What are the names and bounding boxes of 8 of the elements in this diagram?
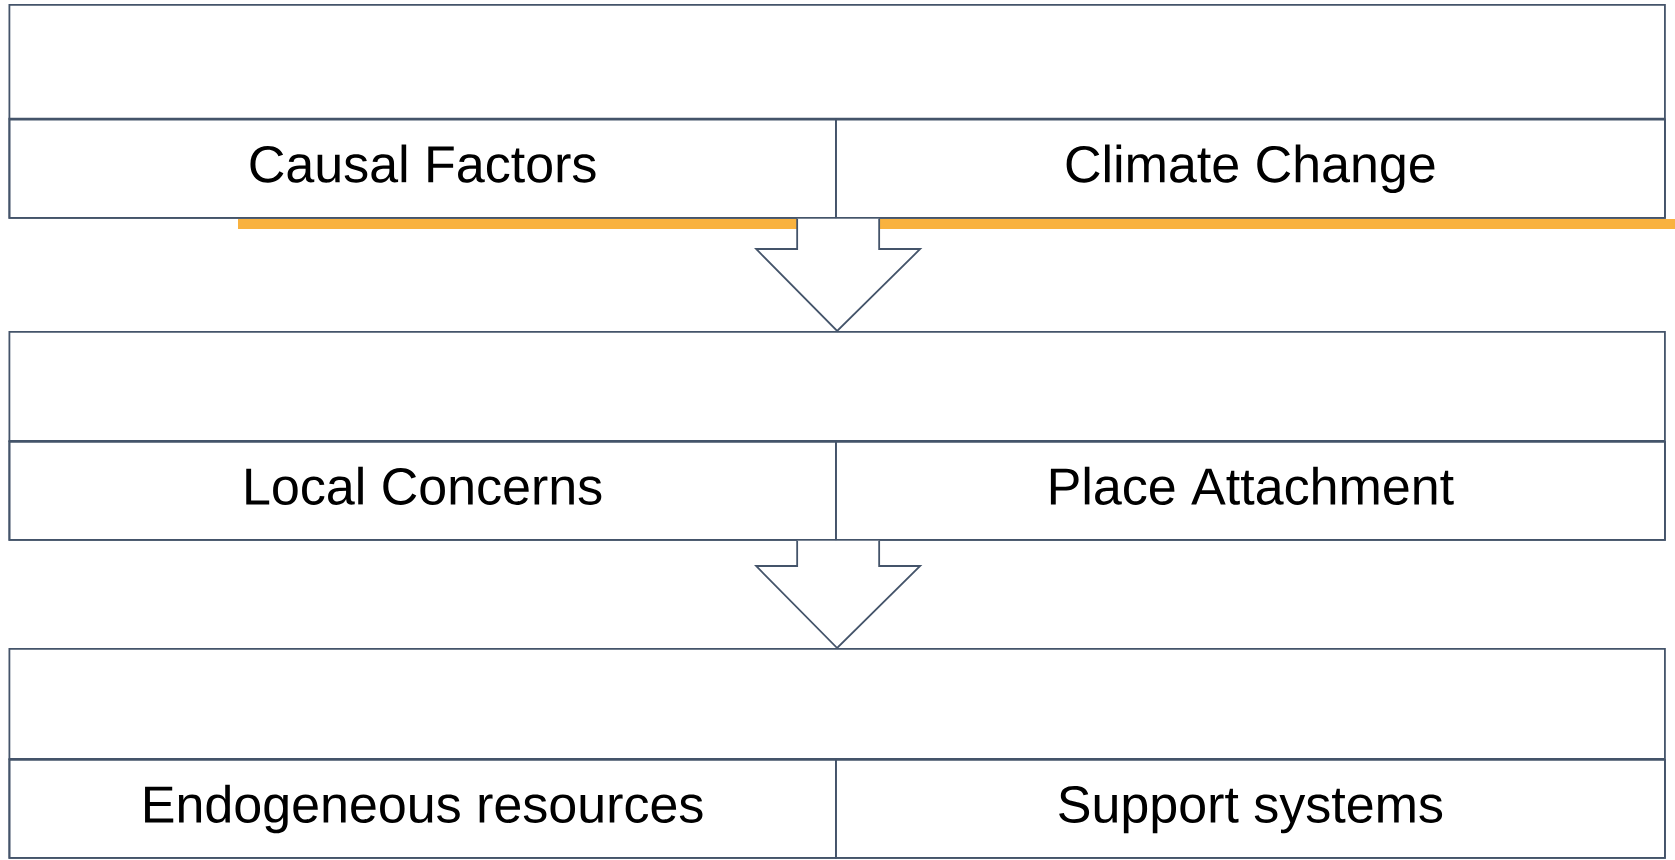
cell-box: Place Attachment (835, 441, 1666, 541)
cell-box: Climate Change (835, 118, 1666, 219)
block-arrow (754, 217, 923, 333)
cell-box: Support systems (835, 759, 1666, 859)
cell-box: Causal Factors (8, 118, 837, 219)
cell-box: Local Concerns (8, 441, 837, 541)
block-arrow (754, 539, 923, 650)
cell-box: Endogeneous resources (8, 759, 837, 859)
